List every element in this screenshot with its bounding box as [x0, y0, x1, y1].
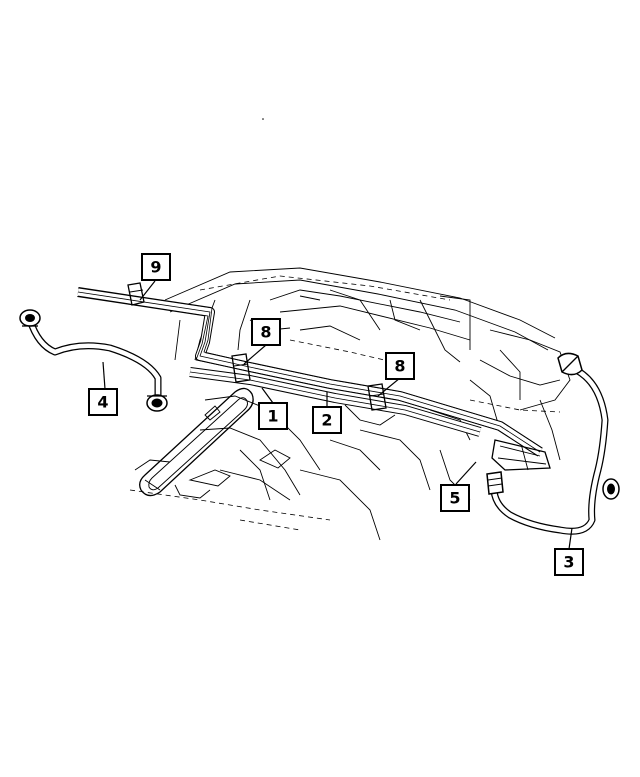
hose-4-connector-bottom [146, 394, 168, 412]
clip-9 [127, 282, 145, 306]
clip-8-right [367, 383, 387, 411]
leader-lines [102, 280, 573, 550]
callout-8-left: 8 [251, 318, 281, 346]
clip-8-left [231, 353, 251, 383]
svg-text:9: 9 [150, 258, 161, 277]
svg-text:3: 3 [563, 553, 574, 572]
svg-text:1: 1 [267, 407, 278, 426]
svg-text:8: 8 [260, 323, 271, 342]
svg-text:8: 8 [394, 357, 405, 376]
callout-5: 5 [440, 484, 470, 512]
callout-8-right: 8 [385, 352, 415, 380]
hose-4-connector-top [19, 309, 41, 327]
svg-text:5: 5 [449, 489, 460, 508]
hose-3-connector-top [557, 352, 583, 376]
stray-mark [262, 118, 264, 120]
callout-1: 1 [258, 402, 288, 430]
callout-3: 3 [554, 548, 584, 576]
callout-2: 2 [312, 406, 342, 434]
tube-bundle [77, 287, 543, 457]
hose-4 [19, 309, 168, 412]
hose-3 [486, 352, 620, 535]
svg-text:2: 2 [321, 411, 332, 430]
bracket-5 [491, 439, 551, 471]
callout-9: 9 [141, 253, 171, 281]
hose-3-connector-right [602, 478, 620, 500]
svg-text:4: 4 [97, 393, 108, 412]
frame-rail [139, 387, 254, 497]
hose-3-connector-left [486, 471, 504, 495]
callout-4: 4 [88, 388, 118, 416]
